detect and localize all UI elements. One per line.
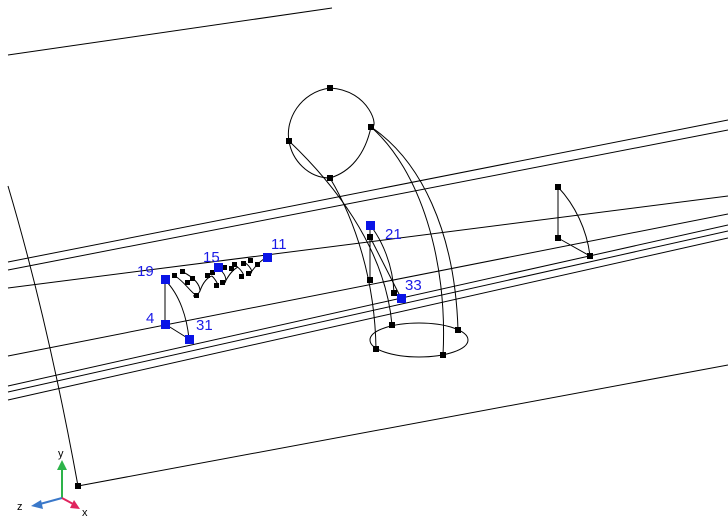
vertex[interactable]: [367, 277, 373, 283]
rail-line-1: [7, 119, 728, 263]
vertex-label-15: 15: [203, 249, 220, 266]
vertex[interactable]: [246, 271, 251, 276]
zig-6: [223, 266, 239, 285]
vertex[interactable]: [180, 269, 185, 274]
vertex[interactable]: [75, 483, 81, 489]
vertex[interactable]: [220, 280, 225, 285]
y-axis-label: y: [58, 448, 64, 460]
vertex[interactable]: [327, 85, 333, 91]
vertex-labels: 19 15 11 4 31 21 33: [137, 226, 422, 334]
vertex[interactable]: [239, 274, 244, 279]
vertex[interactable]: [190, 276, 195, 281]
z-axis-line: [39, 497, 63, 505]
zigzag-arcs: [174, 256, 268, 297]
vertex[interactable]: [214, 283, 219, 288]
selected-vertex-21[interactable]: [366, 221, 375, 230]
right-arc: [557, 186, 591, 257]
vertex[interactable]: [241, 261, 246, 266]
vertex-label-4: 4: [146, 310, 154, 327]
vertex[interactable]: [391, 290, 397, 296]
axis-triad: y z x: [17, 448, 88, 519]
x-axis-label: x: [82, 507, 88, 519]
y-axis-arrow-icon: [57, 460, 67, 470]
selected-vertex-31[interactable]: [185, 335, 194, 344]
vertex-label-21: 21: [385, 226, 402, 243]
rail-line-5: [7, 224, 728, 387]
rail-line-4: [7, 213, 728, 357]
selected-vertices: [161, 221, 406, 344]
front-left-edge: [7, 185, 79, 487]
pipe-edge-b: [370, 126, 445, 356]
vertex[interactable]: [255, 262, 260, 267]
rail-line-7: [7, 237, 728, 401]
block-edges: [7, 7, 728, 487]
bottom-ellipse-curve: [369, 322, 469, 358]
vertex[interactable]: [555, 184, 561, 190]
vertex[interactable]: [587, 253, 593, 259]
vertex-label-33: 33: [405, 277, 422, 294]
vertex[interactable]: [286, 138, 292, 144]
vertex[interactable]: [194, 293, 199, 298]
vertex[interactable]: [327, 175, 333, 181]
pipe-edge-d: [370, 126, 459, 331]
vertices: [75, 85, 593, 489]
vertex[interactable]: [455, 327, 461, 333]
vertex[interactable]: [555, 235, 561, 241]
top-edge: [7, 7, 333, 56]
vertex-label-11: 11: [271, 236, 287, 253]
rail-line-2: [7, 129, 728, 271]
pipe-edges: [288, 126, 459, 356]
selected-vertex-33[interactable]: [397, 294, 406, 303]
top-circle-curve: [287, 87, 375, 179]
inner-edges: [164, 186, 591, 340]
vertex[interactable]: [368, 124, 374, 130]
pipe-edge-a: [329, 177, 377, 350]
bottom-edge: [77, 364, 728, 487]
pipe-edge-c: [288, 140, 393, 326]
selected-vertex-11[interactable]: [263, 253, 272, 262]
selected-vertex-19[interactable]: [161, 275, 170, 284]
vertex[interactable]: [440, 352, 446, 358]
vertex[interactable]: [389, 322, 395, 328]
top-circle: [287, 87, 375, 179]
vertex[interactable]: [172, 273, 177, 278]
arc-19-31: [164, 279, 190, 340]
x-axis-arrow-icon: [70, 500, 80, 509]
vertex[interactable]: [229, 266, 234, 271]
vertex[interactable]: [185, 280, 190, 285]
rail-line-3: [7, 195, 728, 289]
z-axis-label: z: [17, 501, 23, 513]
vertex[interactable]: [367, 234, 373, 240]
vertex[interactable]: [373, 346, 379, 352]
rail-line-6: [7, 230, 728, 393]
vertex-label-31: 31: [196, 317, 213, 334]
vertex[interactable]: [222, 265, 227, 270]
vertex[interactable]: [248, 258, 253, 263]
right-connector: [557, 237, 591, 257]
bottom-ellipse: [369, 322, 469, 358]
selected-vertex-15[interactable]: [214, 263, 223, 272]
pipe-edge-21b: [369, 236, 402, 299]
vertex[interactable]: [205, 273, 210, 278]
selected-vertex-4[interactable]: [161, 320, 170, 329]
zig-3: [199, 275, 213, 292]
z-axis-arrow-icon: [31, 500, 43, 509]
vertex[interactable]: [232, 262, 237, 267]
vertex-label-19: 19: [137, 263, 154, 280]
vertex[interactable]: [210, 270, 215, 275]
